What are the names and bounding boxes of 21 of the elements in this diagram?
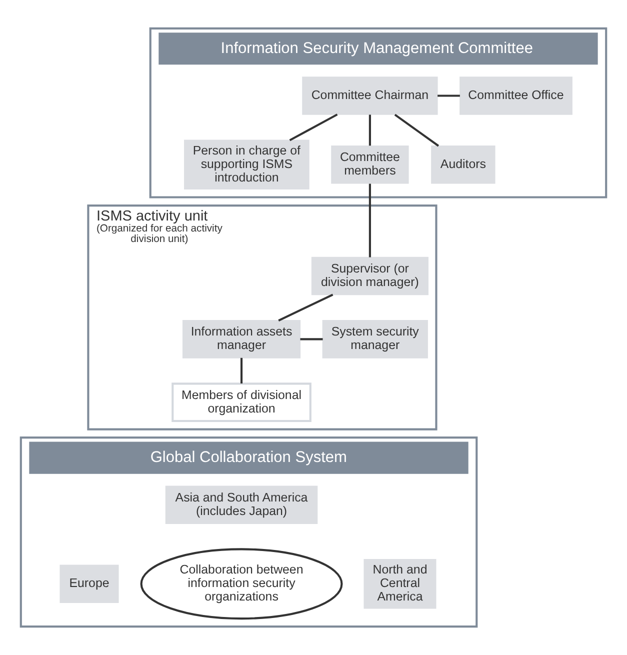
connector <box>368 184 371 258</box>
connector <box>394 114 440 147</box>
node-box: Supervisor (or division manager) <box>311 256 428 296</box>
node-box: Committee Office <box>460 76 572 115</box>
node-ellipse: Collaboration between information security organizations <box>140 548 343 620</box>
connector <box>438 94 460 97</box>
node-box: North and Central America <box>364 559 436 609</box>
connector <box>289 114 338 142</box>
node-box: Asia and South America (includes Japan) <box>165 486 318 524</box>
connector <box>278 294 334 322</box>
node-box: Committee Chairman <box>302 76 438 115</box>
node-box: Person in charge of supporting ISMS introduction <box>184 140 310 190</box>
node-box: System security manager <box>322 320 428 358</box>
node-box: Auditors <box>431 145 496 184</box>
node-box: Europe <box>60 564 119 604</box>
node-box: Committee members <box>331 145 409 184</box>
connector <box>300 338 323 340</box>
node-box: Members of divisional organization <box>172 382 312 422</box>
connector <box>368 114 371 146</box>
node-box: Information assets manager <box>182 320 301 358</box>
connector <box>240 358 243 384</box>
